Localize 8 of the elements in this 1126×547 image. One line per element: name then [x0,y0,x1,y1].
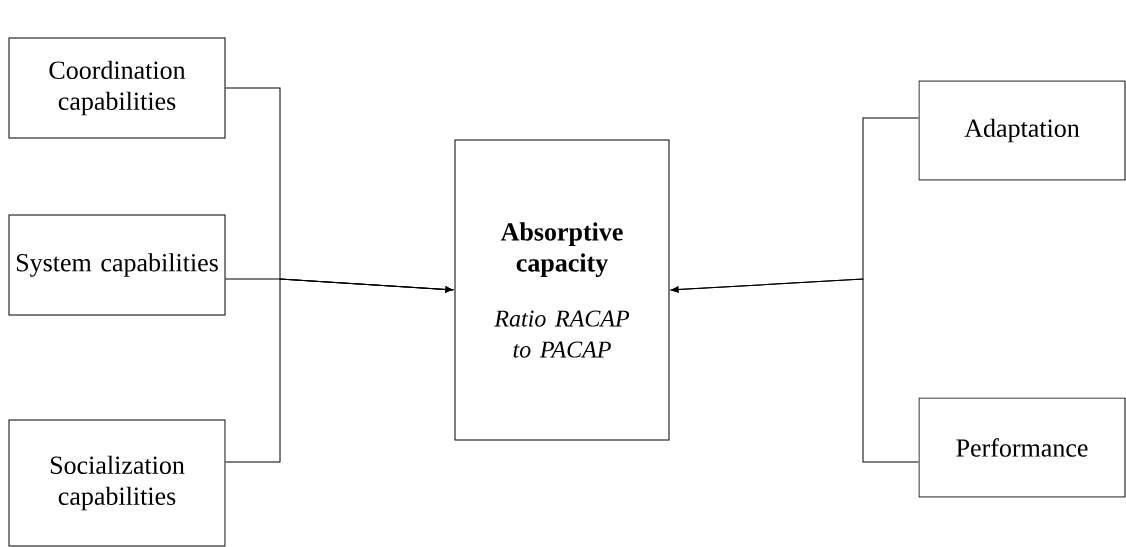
factor-box: Adaptation [918,80,1126,181]
concept-box: Absorptive capacity Ratio RACAP to PACAP [454,139,670,441]
factor-box: Performance [918,397,1126,498]
factor-box: Socialization capabilities [8,419,226,547]
factor-box: Coordination capabilities [8,37,226,139]
factor-box: System capabilities [8,214,226,316]
arrow [225,278,453,463]
arrow [671,278,919,463]
